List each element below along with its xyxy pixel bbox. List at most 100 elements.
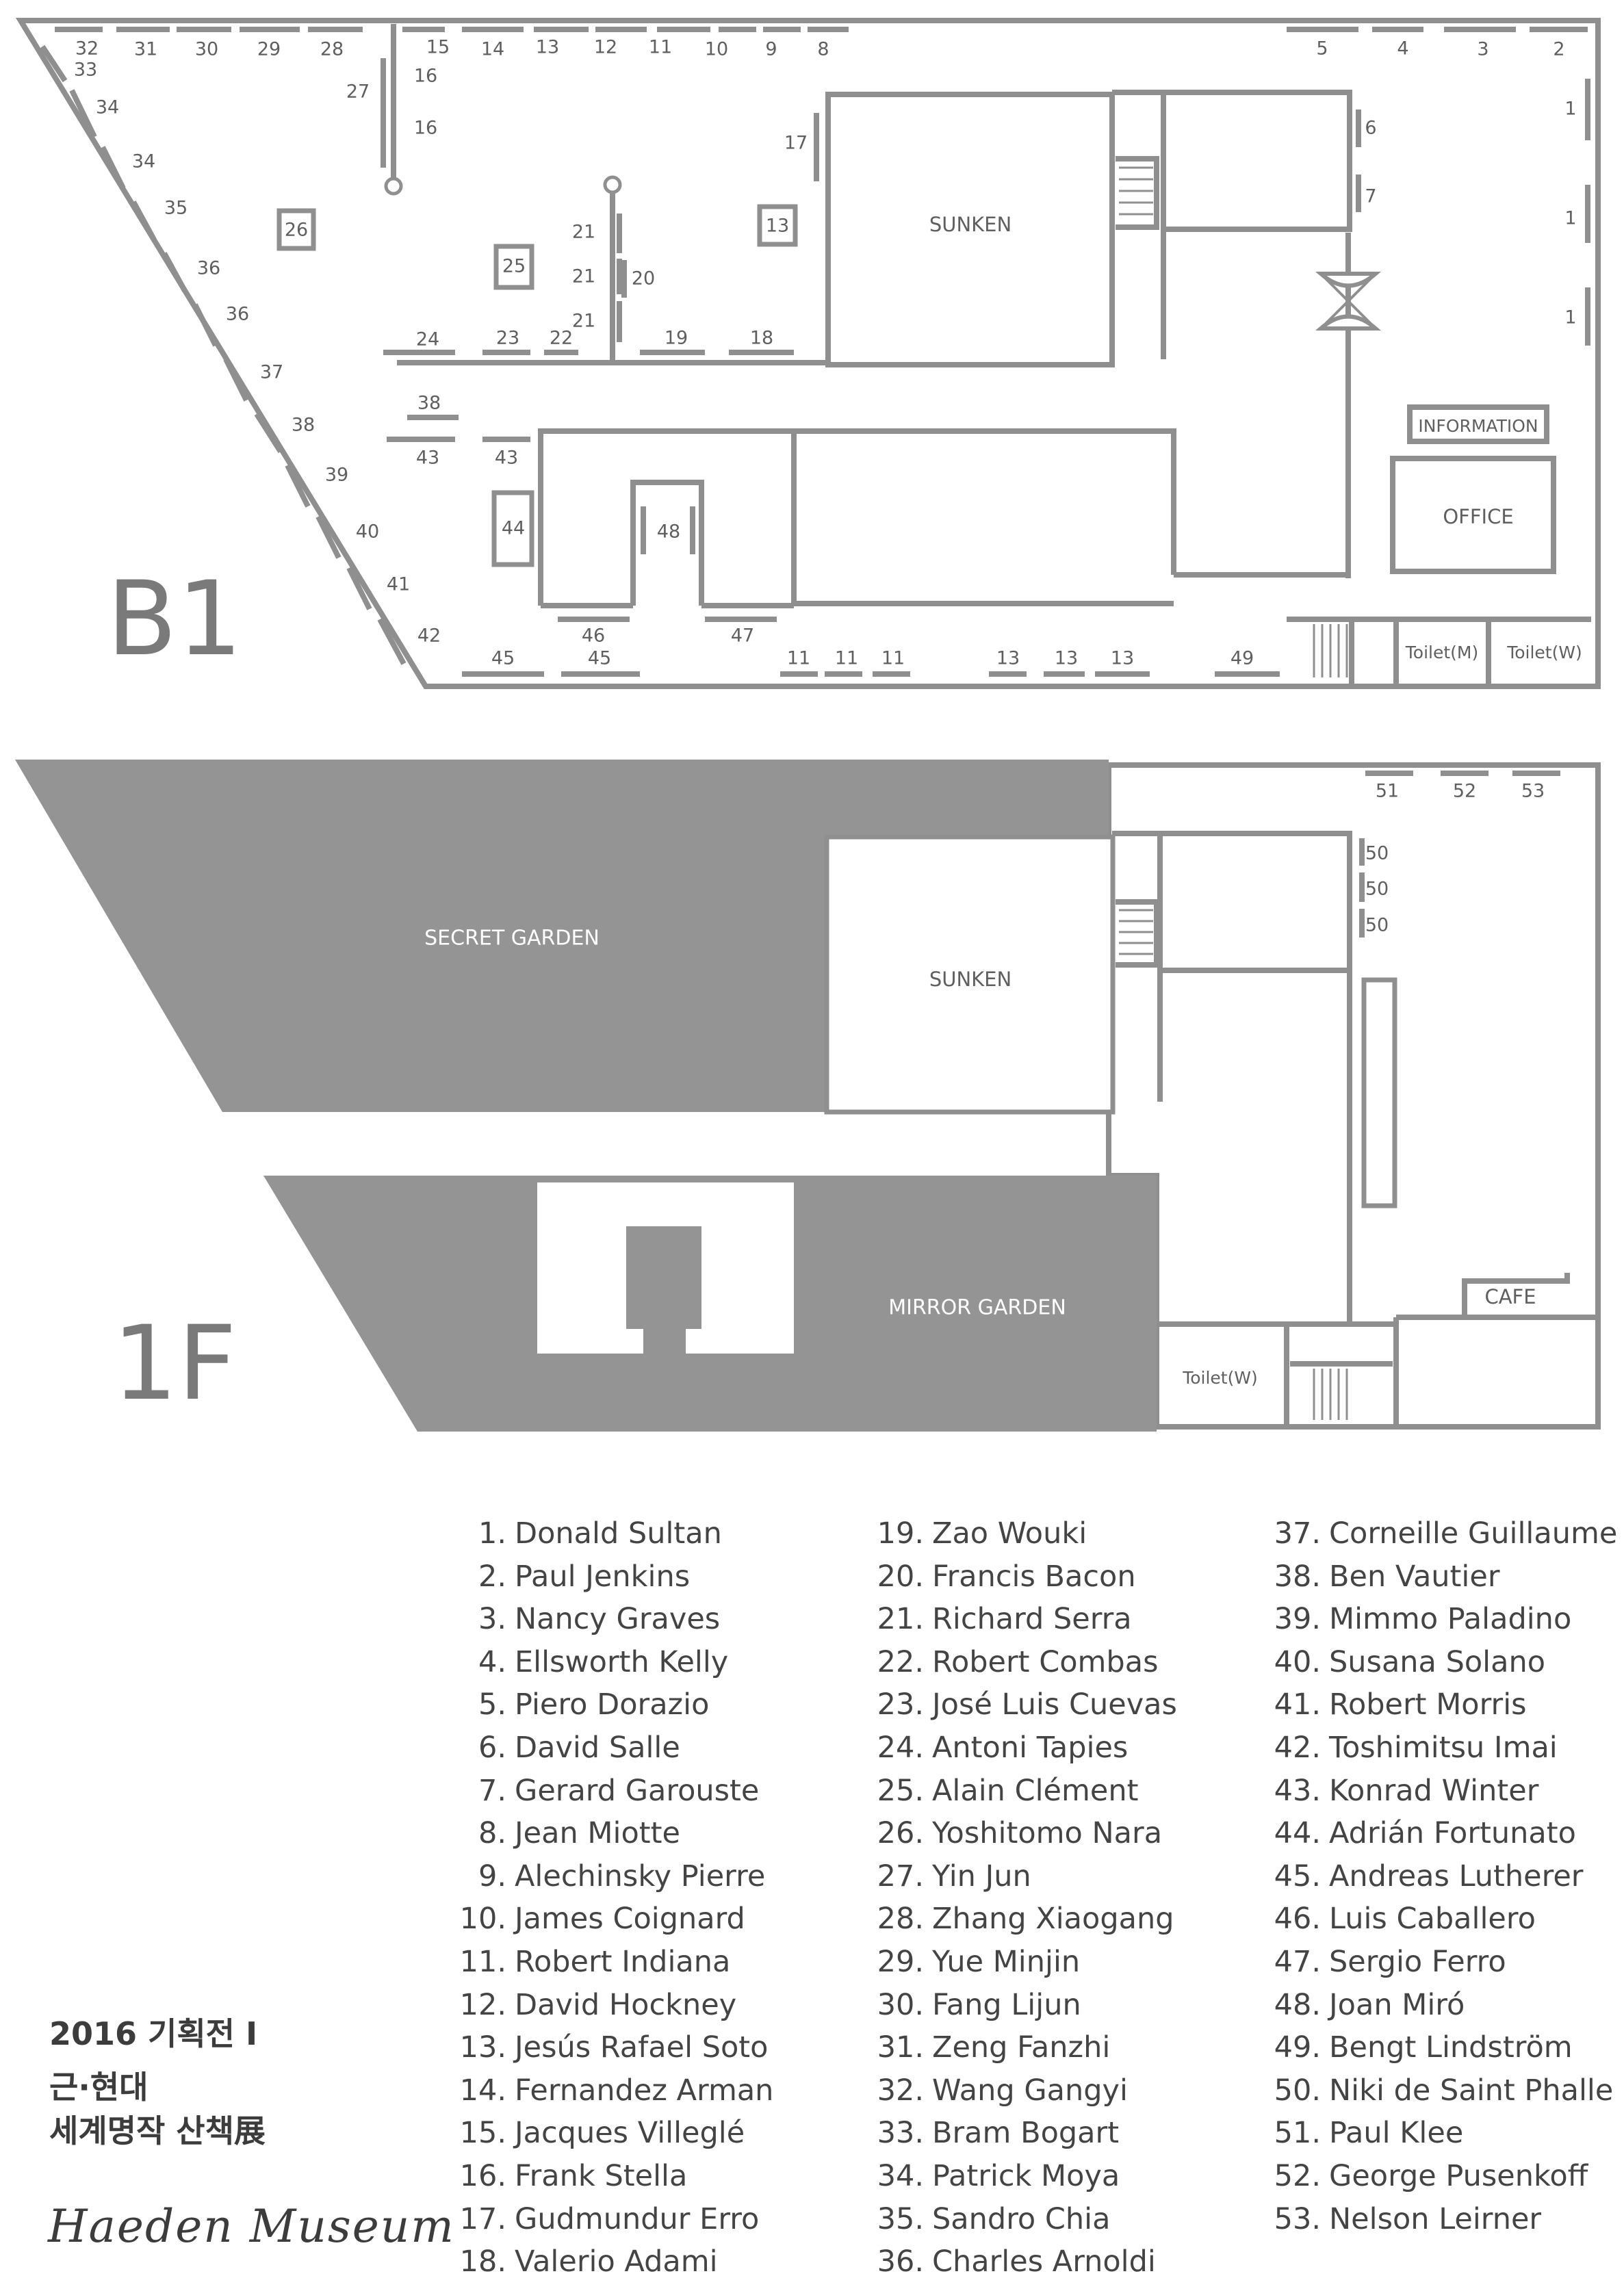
artist-item: 19.Zao Wouki [849, 1512, 1177, 1555]
marker: 48 [657, 521, 680, 543]
artist-number: 34. [877, 2158, 924, 2193]
plinth-25 [493, 244, 534, 290]
artist-number: 42. [1274, 1730, 1321, 1765]
artist-item: 43.Konrad Winter [1246, 1770, 1617, 1813]
artist-item: 21.Richard Serra [849, 1598, 1177, 1641]
artist-number: 31. [877, 2030, 924, 2065]
b1-stair-box [1116, 156, 1159, 230]
marker: 2 [1553, 39, 1564, 60]
marker: 33 [74, 60, 97, 81]
artist-item: 44.Adrián Fortunato [1246, 1812, 1617, 1855]
artist-item: 15.Jacques Villeglé [452, 2112, 773, 2155]
artist-name: David Salle [515, 1730, 680, 1765]
artist-name: Yoshitomo Nara [932, 1816, 1163, 1851]
artist-number: 3. [478, 1602, 506, 1637]
artist-name: Bram Bogart [932, 2116, 1120, 2151]
artist-number: 30. [877, 1987, 924, 2022]
artist-name: Luis Caballero [1329, 1902, 1536, 1937]
exhibition-name: 세계명작 산책展 [49, 2112, 266, 2149]
artist-name: Jesús Rafael Soto [515, 2030, 769, 2065]
artist-name: Niki de Saint Phalle [1329, 2073, 1614, 2108]
marker: 50 [1365, 879, 1389, 900]
artist-item: 29.Yue Minjin [849, 1941, 1177, 1984]
marker: 41 [387, 574, 410, 595]
artist-name: Wang Gangyi [932, 2073, 1128, 2108]
artist-number: 38. [1274, 1559, 1321, 1594]
mirror-garden-pillar [626, 1226, 701, 1329]
artist-number: 51. [1274, 2116, 1321, 2151]
artist-name: Francis Bacon [932, 1559, 1136, 1594]
marker: 16 [414, 118, 437, 139]
artist-number: 8. [478, 1816, 506, 1851]
artist-item: 36.Charles Arnoldi [849, 2240, 1177, 2284]
artist-item: 14.Fernandez Arman [452, 2069, 774, 2112]
exhibition-title: 2016 기획전 Ⅰ 근·현대 세계명작 산책展 [49, 2012, 266, 2153]
artist-name: Alain Clément [932, 1773, 1139, 1808]
artist-item: 27.Yin Jun [849, 1855, 1177, 1898]
artist-number: 28. [877, 1902, 924, 1937]
artist-number: 27. [877, 1859, 924, 1893]
marker: 21 [572, 311, 595, 332]
artist-number: 4. [478, 1644, 506, 1679]
marker: 53 [1521, 781, 1545, 802]
marker: 20 [632, 268, 655, 289]
marker: 7 [1365, 186, 1376, 207]
stairs-icon [1313, 1369, 1348, 1420]
artist-item: 32.Wang Gangyi [849, 2069, 1177, 2112]
marker: 44 [502, 518, 525, 539]
room-label-toilet-m: Toilet(M) [1405, 643, 1478, 662]
artist-item: 3.Nancy Graves [452, 1598, 773, 1641]
artist-number: 40. [1274, 1644, 1321, 1679]
artist-name: Paul Klee [1329, 2116, 1464, 2151]
marker: 50 [1365, 843, 1389, 864]
artist-number: 10. [459, 1902, 506, 1937]
artist-item: 4.Ellsworth Kelly [452, 1641, 773, 1684]
marker: 6 [1365, 118, 1376, 139]
artist-item: 11.Robert Indiana [452, 1941, 773, 1984]
marker: 29 [257, 39, 281, 60]
marker: 46 [582, 625, 605, 647]
marker: 1 [1564, 307, 1576, 328]
artist-name: George Pusenkoff [1329, 2158, 1588, 2193]
room-label-sunken: SUNKEN [929, 968, 1011, 991]
marker: 32 [75, 38, 99, 60]
stairs-icon [1313, 624, 1348, 677]
artist-number: 19. [877, 1516, 924, 1551]
artist-number: 29. [877, 1944, 924, 1979]
artist-number: 14. [459, 2073, 506, 2108]
artist-item: 45.Andreas Lutherer [1246, 1855, 1617, 1898]
floor-b1: 32 33 31 30 29 28 27 15 14 13 12 11 10 9… [15, 18, 1601, 689]
artist-item: 48.Joan Miró [1246, 1984, 1617, 2027]
artist-item: 53.Nelson Leirner [1246, 2198, 1617, 2241]
floor-label-1f: 1F [112, 1304, 237, 1423]
artist-item: 23.José Luis Cuevas [849, 1683, 1177, 1727]
artist-name: Nelson Leirner [1329, 2201, 1542, 2236]
column-marker [603, 175, 622, 194]
artist-name: Alechinsky Pierre [515, 1859, 766, 1893]
marker: 34 [132, 151, 155, 172]
room-label-cafe: CAFE [1484, 1285, 1536, 1308]
artist-name: Patrick Moya [932, 2158, 1120, 2193]
artist-name: Konrad Winter [1329, 1773, 1539, 1808]
artist-item: 50.Niki de Saint Phalle [1246, 2069, 1617, 2112]
marker: 27 [346, 81, 370, 103]
marker: 45 [588, 648, 611, 669]
marker: 24 [416, 329, 439, 350]
plinth-13 [757, 204, 798, 247]
mirror-garden-pillar [643, 1328, 686, 1358]
marker: 19 [665, 328, 688, 349]
artist-number: 50. [1274, 2073, 1321, 2108]
artist-name: Jacques Villeglé [515, 2116, 745, 2151]
marker: 28 [320, 39, 344, 60]
artist-number: 25. [877, 1773, 924, 1808]
artist-item: 20.Francis Bacon [849, 1555, 1177, 1599]
artist-name: Mimmo Paladino [1329, 1602, 1572, 1637]
artist-item: 7.Gerard Garouste [452, 1770, 773, 1813]
b1-niche-48 [630, 480, 704, 606]
column-marker [384, 177, 403, 196]
room-label-toilet-w: Toilet(W) [1506, 643, 1582, 662]
marker: 13 [766, 216, 789, 237]
1f-stair-box [1116, 899, 1159, 968]
artist-number: 17. [459, 2201, 506, 2236]
